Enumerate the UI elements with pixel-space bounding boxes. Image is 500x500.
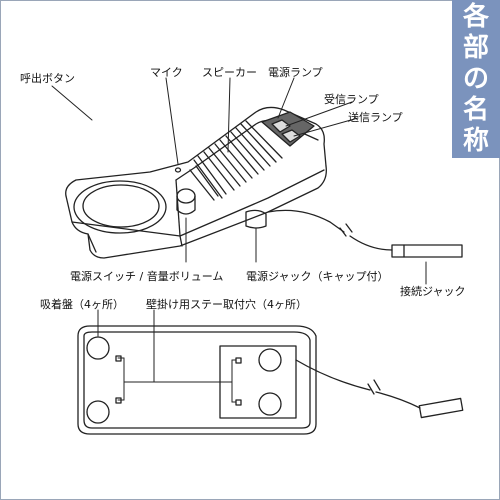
speaker-grille <box>189 120 283 201</box>
cable-top-a <box>267 209 345 233</box>
label-call-button: 呼出ボタン <box>20 72 75 85</box>
label-speaker: スピーカー <box>202 66 257 79</box>
label-mic: マイク <box>150 66 183 79</box>
mount-hole <box>235 357 242 364</box>
label-power-switch-volume: 電源スイッチ / 音量ボリューム <box>70 270 224 283</box>
cable-bottom-a <box>295 359 371 391</box>
title-char: 部 <box>462 32 489 63</box>
bottom-outer-outline <box>77 325 317 435</box>
label-send-lamp: 送信ランプ <box>348 111 403 124</box>
volume-knob-top <box>176 188 196 204</box>
label-receive-lamp: 受信ランプ <box>324 93 379 106</box>
cable-top-b <box>349 235 393 251</box>
device-base-outline <box>65 165 327 259</box>
volume-knob-body <box>176 195 196 215</box>
device-bottom-view <box>77 325 464 435</box>
title-char: の <box>462 63 489 94</box>
section-title-tab: 各 部 の 名 称 <box>452 0 500 158</box>
title-char: 称 <box>462 125 489 156</box>
battery-cover <box>219 345 297 419</box>
mic-hole <box>174 167 182 173</box>
suction-cup <box>86 400 110 424</box>
label-power-jack: 電源ジャック（キャップ付） <box>246 270 389 283</box>
label-suction-cups: 吸着盤（4ヶ所） <box>40 298 124 311</box>
suction-cup <box>258 348 282 372</box>
suction-cup <box>258 392 282 416</box>
receive-lamp <box>271 119 291 133</box>
mount-hole <box>235 399 242 406</box>
send-lamp <box>281 129 301 143</box>
power-jack <box>245 209 267 229</box>
leader-lines <box>51 77 427 403</box>
bottom-inner-outline <box>83 331 311 429</box>
title-char: 名 <box>462 94 489 125</box>
label-power-lamp: 電源ランプ <box>268 66 323 79</box>
bottom-plug <box>418 397 464 419</box>
suction-cup <box>86 336 110 360</box>
device-front-edge <box>71 169 325 237</box>
call-button-outer <box>73 180 167 234</box>
label-connection-jack: 接続ジャック <box>400 285 466 298</box>
connection-jack-plug <box>391 244 463 258</box>
cable-bottom-b <box>375 391 421 409</box>
call-button-inner <box>82 184 160 228</box>
title-char: 各 <box>462 1 489 32</box>
device-top-view <box>65 106 463 259</box>
device-top-outline <box>65 106 327 197</box>
label-wall-mount-holes: 壁掛け用ステー取付穴（4ヶ所） <box>146 298 307 311</box>
